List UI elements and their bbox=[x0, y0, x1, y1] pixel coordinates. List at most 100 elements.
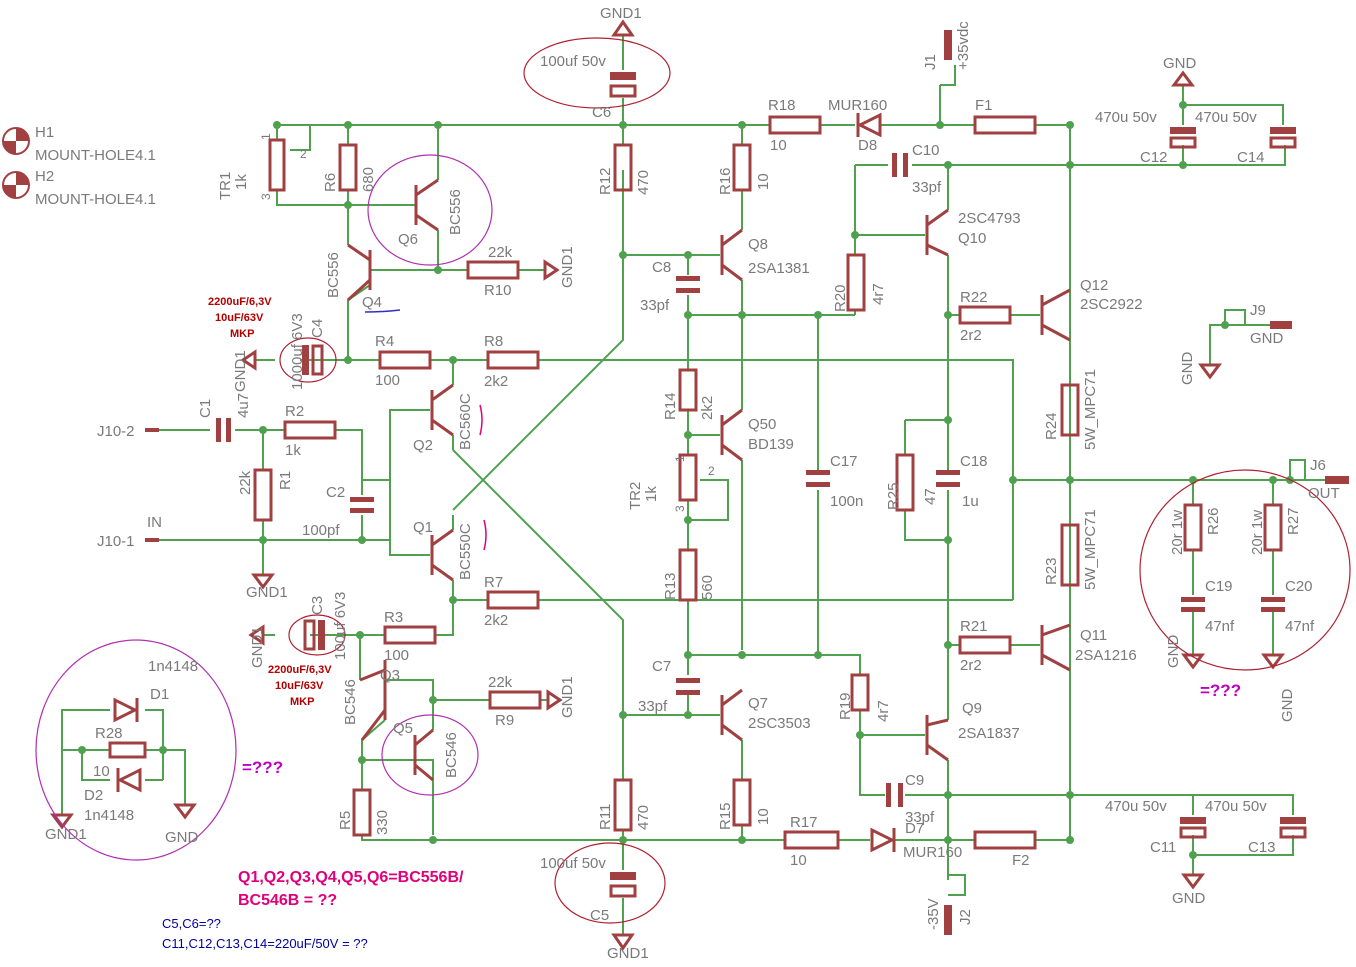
r6-value: 680 bbox=[360, 167, 377, 192]
q7-body bbox=[720, 688, 743, 742]
r5-label: R5 bbox=[337, 811, 354, 830]
junction-dot bbox=[273, 121, 281, 129]
c13-value: 470u 50v bbox=[1205, 798, 1267, 815]
q8-type: 2SA1381 bbox=[748, 260, 810, 277]
q5-highlight bbox=[381, 714, 479, 796]
f2-body bbox=[973, 830, 1037, 850]
q5-label: Q5 bbox=[393, 720, 413, 737]
gnd1-c4: GND1 bbox=[232, 350, 249, 392]
junction-dot bbox=[356, 631, 364, 639]
r18-value: 10 bbox=[770, 137, 787, 154]
junction-dot bbox=[1189, 851, 1197, 859]
r25-body bbox=[895, 453, 915, 512]
c1-label: C1 bbox=[197, 399, 214, 418]
junction-dot bbox=[944, 536, 952, 544]
c6-value: 100uf 50v bbox=[540, 53, 606, 70]
c19-body bbox=[1181, 597, 1205, 612]
r19-label: R19 bbox=[837, 692, 854, 720]
c10-body bbox=[892, 153, 908, 177]
gnd1-bl-symbol bbox=[50, 813, 74, 830]
r27-body bbox=[1263, 503, 1283, 552]
q9-type: 2SA1837 bbox=[958, 725, 1020, 742]
q8-label: Q8 bbox=[748, 236, 768, 253]
r12-value: 470 bbox=[635, 170, 652, 195]
c14-value: 470u 50v bbox=[1195, 109, 1257, 126]
gnd-bl: GND bbox=[165, 829, 199, 846]
mur160-top: MUR160 bbox=[828, 97, 887, 114]
r20-value: 4r7 bbox=[870, 283, 887, 305]
c8-label: C8 bbox=[652, 259, 671, 276]
gnd1-bot: GND1 bbox=[607, 945, 649, 962]
c19-value: 47nf bbox=[1205, 618, 1235, 635]
gnd1-r1-symbol bbox=[251, 573, 275, 590]
tr1-label: TR1 bbox=[217, 172, 234, 200]
r28-value: 10 bbox=[93, 763, 110, 780]
j10-2-pin bbox=[145, 428, 159, 432]
c13-body bbox=[1279, 817, 1307, 839]
d8-label: D8 bbox=[858, 137, 877, 154]
r5-body bbox=[352, 788, 372, 837]
f1-label: F1 bbox=[975, 97, 993, 114]
r9-body bbox=[488, 690, 542, 710]
c11-body bbox=[1179, 817, 1207, 839]
c19-label: C19 bbox=[1205, 578, 1233, 595]
r6-body bbox=[338, 143, 358, 192]
r11-body bbox=[613, 778, 633, 832]
q10-type: 2SC4793 bbox=[958, 210, 1021, 227]
c20-body bbox=[1261, 597, 1285, 612]
c14-label: C14 bbox=[1237, 149, 1265, 166]
h2-part: MOUNT-HOLE4.1 bbox=[35, 191, 156, 208]
junction-dot bbox=[1066, 476, 1074, 484]
gnd1-top-label: GND1 bbox=[600, 5, 642, 22]
junction-dot bbox=[1269, 476, 1277, 484]
f1-body bbox=[973, 115, 1037, 135]
r28-label: R28 bbox=[95, 725, 123, 742]
tr2-label: TR2 bbox=[627, 482, 644, 510]
tr2-pin2: 2 bbox=[708, 464, 715, 478]
note-q-line2: BC546B = ?? bbox=[238, 892, 337, 909]
r11-label: R11 bbox=[597, 804, 614, 830]
c20-value: 47nf bbox=[1285, 618, 1315, 635]
r10-value: 22k bbox=[488, 244, 513, 261]
q12-label: Q12 bbox=[1080, 277, 1108, 294]
q6-label: Q6 bbox=[398, 231, 418, 248]
q9-body bbox=[925, 715, 949, 762]
junction-dot bbox=[1179, 101, 1187, 109]
junction-dot bbox=[814, 311, 822, 319]
tr1-body bbox=[268, 138, 286, 192]
c13-label: C13 bbox=[1248, 839, 1276, 856]
diode-box-highlight bbox=[35, 639, 237, 861]
c9-label: C9 bbox=[905, 772, 924, 789]
h1-label: H1 bbox=[35, 124, 54, 141]
junction-dot bbox=[1066, 836, 1074, 844]
d2-label: D2 bbox=[84, 787, 103, 804]
junction-dot bbox=[1009, 476, 1017, 484]
j1-label: J1 bbox=[922, 54, 939, 70]
j9-pin bbox=[1270, 321, 1292, 329]
r25-value: 47 bbox=[922, 488, 939, 505]
r20-body bbox=[846, 253, 866, 312]
q10-body bbox=[925, 208, 949, 257]
c6-body bbox=[609, 72, 637, 98]
out-label: OUT bbox=[1308, 485, 1340, 502]
c3-label: C3 bbox=[309, 596, 326, 615]
junction-dot bbox=[738, 121, 746, 129]
c18-value: 1u bbox=[962, 493, 979, 510]
junction-dot bbox=[159, 746, 167, 754]
gnd1-r10: GND1 bbox=[559, 246, 576, 288]
c10-label: C10 bbox=[912, 142, 940, 159]
r5-value: 330 bbox=[374, 810, 391, 835]
snubber-question: =??? bbox=[1200, 681, 1241, 700]
tr1-pin2: 2 bbox=[300, 147, 307, 161]
gnd1-r1: GND1 bbox=[246, 584, 288, 601]
gnd1-bot-symbol bbox=[611, 933, 635, 951]
junction-dot bbox=[619, 836, 627, 844]
d1-type: 1n4148 bbox=[148, 658, 198, 675]
junction-dot bbox=[1066, 791, 1074, 799]
junction-dot bbox=[259, 426, 267, 434]
junction-dot bbox=[619, 711, 627, 719]
r18-label: R18 bbox=[768, 97, 796, 114]
gnd1-c3-symbol bbox=[248, 624, 265, 646]
q1-label: Q1 bbox=[413, 519, 433, 536]
